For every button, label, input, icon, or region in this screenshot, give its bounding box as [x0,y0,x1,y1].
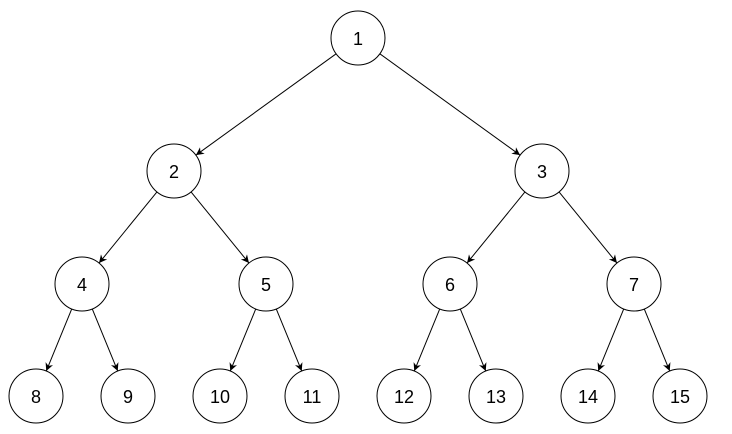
tree-node-1: 1 [330,10,386,66]
tree-node-4: 4 [54,256,110,312]
node-label-13: 13 [486,387,506,407]
edge-5-to-10 [229,308,257,372]
tree-node-9: 9 [100,368,156,424]
node-label-9: 9 [123,387,133,407]
node-label-8: 8 [31,387,41,407]
tree-node-8: 8 [8,368,64,424]
tree-node-14: 14 [560,368,616,424]
edge-4-to-9 [91,308,119,372]
tree-node-10: 10 [192,368,248,424]
node-circle-13 [468,368,524,424]
edge-4-to-8 [45,308,73,372]
node-circle-11 [284,368,340,424]
node-circle-5 [238,256,294,312]
edge-2-to-5 [190,191,250,264]
tree-node-11: 11 [284,368,340,424]
node-label-15: 15 [670,387,690,407]
node-label-11: 11 [303,387,322,407]
tree-node-3: 3 [514,143,570,199]
node-circle-15 [652,368,708,424]
node-circle-7 [606,256,662,312]
edge-5-to-11 [275,308,303,372]
edges-layer [45,53,671,372]
tree-node-12: 12 [376,368,432,424]
node-circle-9 [100,368,156,424]
node-circle-14 [560,368,616,424]
node-circle-10 [192,368,248,424]
node-circle-2 [146,143,202,199]
node-circle-3 [514,143,570,199]
tree-node-7: 7 [606,256,662,312]
node-label-2: 2 [169,162,179,182]
node-label-14: 14 [578,387,598,407]
edge-7-to-15 [643,308,671,372]
node-label-4: 4 [77,275,87,295]
edge-6-to-12 [413,308,441,372]
tree-node-2: 2 [146,143,202,199]
tree-node-13: 13 [468,368,524,424]
edge-1-to-2 [195,53,337,156]
node-circle-8 [8,368,64,424]
node-label-10: 10 [210,387,230,407]
node-circle-6 [422,256,478,312]
edge-3-to-7 [558,191,618,264]
node-label-7: 7 [629,275,639,295]
edge-2-to-4 [98,191,158,264]
node-circle-12 [376,368,432,424]
node-label-6: 6 [445,275,455,295]
tree-node-6: 6 [422,256,478,312]
tree-node-5: 5 [238,256,294,312]
node-circle-4 [54,256,110,312]
edge-1-to-3 [379,53,521,156]
node-circle-1 [330,10,386,66]
node-label-12: 12 [394,387,414,407]
edge-7-to-14 [597,308,625,372]
edge-3-to-6 [466,191,526,264]
tree-node-15: 15 [652,368,708,424]
node-label-5: 5 [261,275,271,295]
node-label-3: 3 [537,162,547,182]
edge-6-to-13 [459,308,487,372]
node-label-1: 1 [353,29,363,49]
